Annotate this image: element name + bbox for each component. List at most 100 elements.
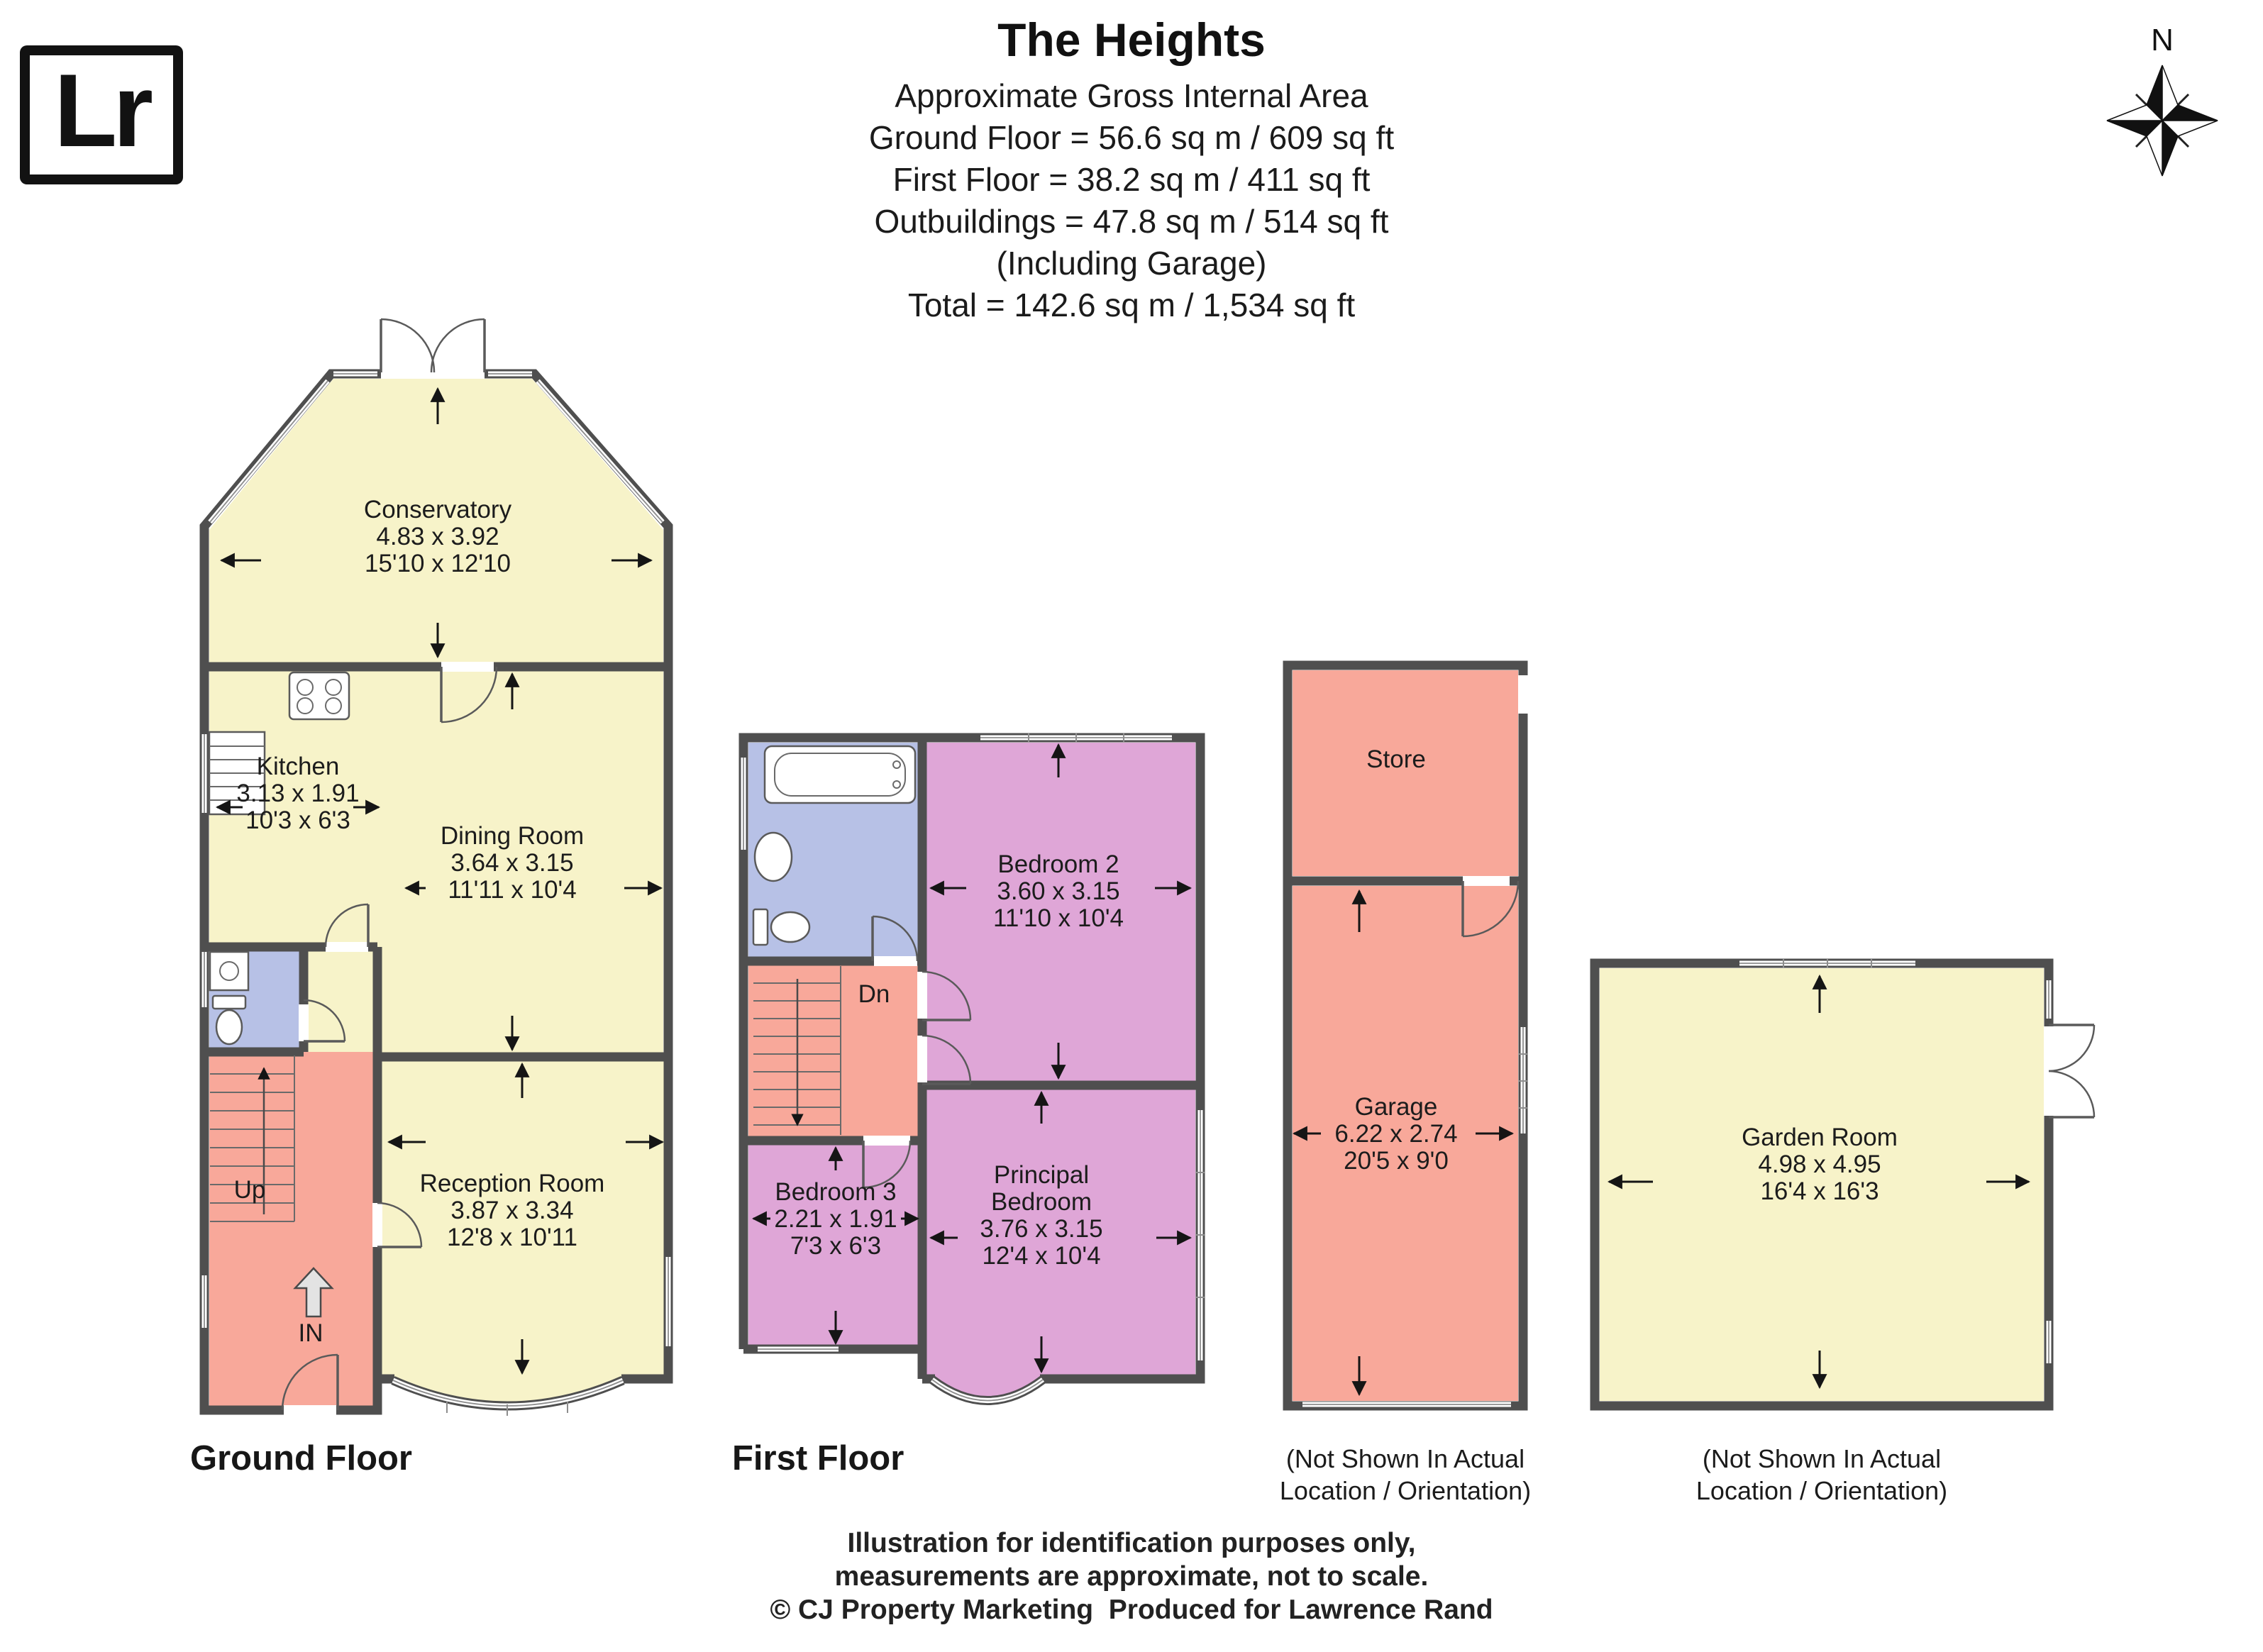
room-label-dining-room: Dining Room 3.64 x 3.15 11'11 x 10'4 <box>441 823 584 904</box>
ground-floor-fixtures <box>208 671 350 1318</box>
first-floor-walls <box>738 733 1205 1405</box>
garden-room-door-top <box>2048 1024 2096 1072</box>
room-dims-metric: 3.60 x 3.15 <box>997 877 1120 905</box>
room-dims-metric: 3.13 x 1.91 <box>236 780 360 807</box>
disclaimer-line: Illustration for identification purposes… <box>847 1528 1416 1558</box>
stairs-up-label: Up <box>233 1176 266 1204</box>
bedroom-3-door <box>863 1140 912 1189</box>
entrance-door <box>281 1353 338 1411</box>
room-label-conservatory: Conservatory 4.83 x 3.92 15'10 x 12'10 <box>364 497 511 577</box>
wc-basin-icon <box>209 950 250 992</box>
room-name: Garden Room <box>1742 1124 1898 1151</box>
store-garage-door <box>1462 880 1520 938</box>
ground-floor-dimension-arrows <box>215 387 665 1375</box>
room-name: Conservatory <box>363 496 512 523</box>
room-dims-metric: 3.64 x 3.15 <box>450 849 574 877</box>
outbuildings-plan <box>1283 660 1528 1411</box>
french-door-right <box>430 318 485 373</box>
garden-room-fill <box>1600 968 2044 1401</box>
room-label-kitchen: Kitchen 3.13 x 1.91 10'3 x 6'3 <box>236 753 359 834</box>
bedroom-2-door <box>922 970 972 1021</box>
room-name: Store <box>1366 745 1426 773</box>
room-dims-imperial: 11'11 x 10'4 <box>448 876 577 904</box>
principal-bedroom-door <box>922 1034 972 1085</box>
logo-text: Lr <box>54 52 153 168</box>
staircase-up <box>210 1055 295 1222</box>
room-dims-imperial: 20'5 x 9'0 <box>1344 1147 1449 1175</box>
room-dims-imperial: 10'3 x 6'3 <box>245 806 350 834</box>
wc-toilet-icon <box>211 994 247 1046</box>
compass-rose-icon <box>2106 65 2218 177</box>
outbuildings-note: (Not Shown In Actual Location / Orientat… <box>1280 1443 1531 1507</box>
room-label-principal-bedroom: Principal Bedroom 3.76 x 3.15 12'4 x 10'… <box>980 1162 1102 1270</box>
first-floor-plan <box>738 733 1205 1405</box>
wc-door <box>303 999 346 1042</box>
page-title: The Heights <box>997 13 1266 66</box>
lawrence-rand-logo: Lr <box>20 45 183 184</box>
room-name: Dining Room <box>440 822 585 850</box>
room-name: Bedroom <box>990 1188 1092 1216</box>
bath-icon <box>763 745 917 804</box>
room-name: Garage <box>1354 1093 1438 1121</box>
note-line: (Not Shown In Actual <box>1702 1444 1942 1473</box>
french-door-left <box>380 318 436 373</box>
garden-room-doors <box>2048 1024 2096 1119</box>
room-name: Principal <box>993 1161 1090 1189</box>
room-label-bedroom-2: Bedroom 2 3.60 x 3.15 11'10 x 10'4 <box>993 851 1124 932</box>
first-floor-dimension-arrows <box>751 743 1193 1374</box>
first-floor-doors <box>862 915 972 1189</box>
garden-room-windows <box>1739 959 2052 1363</box>
first-floor-title: First Floor <box>732 1439 904 1478</box>
area-line: First Floor = 38.2 sq m / 411 sq ft <box>892 161 1371 198</box>
area-summary: Approximate Gross Internal Area Ground F… <box>0 75 2263 326</box>
ground-floor-room-fills <box>209 379 668 1410</box>
bathroom-door <box>872 915 919 962</box>
note-line: Location / Orientation) <box>1279 1476 1532 1505</box>
area-line: Approximate Gross Internal Area <box>895 77 1368 114</box>
compass-north-label: N <box>2151 23 2174 57</box>
room-dims-imperial: 12'8 x 10'11 <box>447 1224 577 1251</box>
outbuildings-dimension-arrows <box>1292 889 1515 1397</box>
note-line: (Not Shown In Actual <box>1285 1444 1525 1473</box>
room-dims-imperial: 15'10 x 12'10 <box>364 550 511 577</box>
room-name: Reception Room <box>419 1170 605 1197</box>
copyright-line: © CJ Property Marketing Produced for Law… <box>770 1595 1493 1625</box>
area-line: Total = 142.6 sq m / 1,534 sq ft <box>907 287 1356 323</box>
disclaimer-line: measurements are approximate, not to sca… <box>834 1561 1429 1592</box>
dining-conservatory-door <box>441 666 498 724</box>
disclaimer-footer: Illustration for identification purposes… <box>0 1526 2263 1626</box>
room-label-store: Store <box>1366 746 1426 773</box>
room-dims-metric: 4.83 x 3.92 <box>376 523 499 550</box>
ground-floor-title: Ground Floor <box>190 1439 412 1478</box>
garden-room-door-bottom <box>2048 1070 2096 1118</box>
room-name: Bedroom 2 <box>997 850 1119 878</box>
ground-floor-plan <box>199 318 673 1416</box>
room-dims-metric: 3.87 x 3.34 <box>450 1197 574 1224</box>
garden-room-plan <box>1590 958 2096 1411</box>
room-dims-metric: 6.22 x 2.74 <box>1334 1120 1458 1148</box>
bathroom-toilet-icon <box>752 908 811 946</box>
garden-room-note: (Not Shown In Actual Location / Orientat… <box>1696 1443 1947 1507</box>
stairs-down-label: Dn <box>858 980 890 1008</box>
area-line: (Including Garage) <box>996 245 1267 282</box>
room-name: Kitchen <box>256 753 340 780</box>
outbuildings-room-fills <box>1293 670 1518 1401</box>
hob-icon <box>288 671 350 721</box>
ground-floor-windows <box>201 371 671 1416</box>
outbuildings-doors <box>1461 880 1520 938</box>
room-label-garden-room: Garden Room 4.98 x 4.95 16'4 x 16'3 <box>1742 1124 1898 1205</box>
garden-room-dimension-arrows <box>1607 974 2031 1390</box>
room-name: Bedroom 3 <box>775 1178 897 1206</box>
ground-floor-walls <box>199 369 673 1415</box>
kitchen-door <box>324 903 369 948</box>
room-dims-metric: 3.76 x 3.15 <box>980 1215 1103 1243</box>
room-label-garage: Garage 6.22 x 2.74 20'5 x 9'0 <box>1334 1094 1457 1175</box>
outbuildings-windows <box>1302 1027 1527 1407</box>
room-dims-metric: 2.21 x 1.91 <box>774 1205 897 1233</box>
room-dims-metric: 4.98 x 4.95 <box>1758 1151 1881 1178</box>
room-label-bedroom-3: Bedroom 3 2.21 x 1.91 7'3 x 6'3 <box>774 1179 897 1260</box>
ground-floor-doors <box>281 318 498 1411</box>
room-dims-imperial: 11'10 x 10'4 <box>993 904 1124 932</box>
first-floor-fixtures <box>752 745 917 1135</box>
